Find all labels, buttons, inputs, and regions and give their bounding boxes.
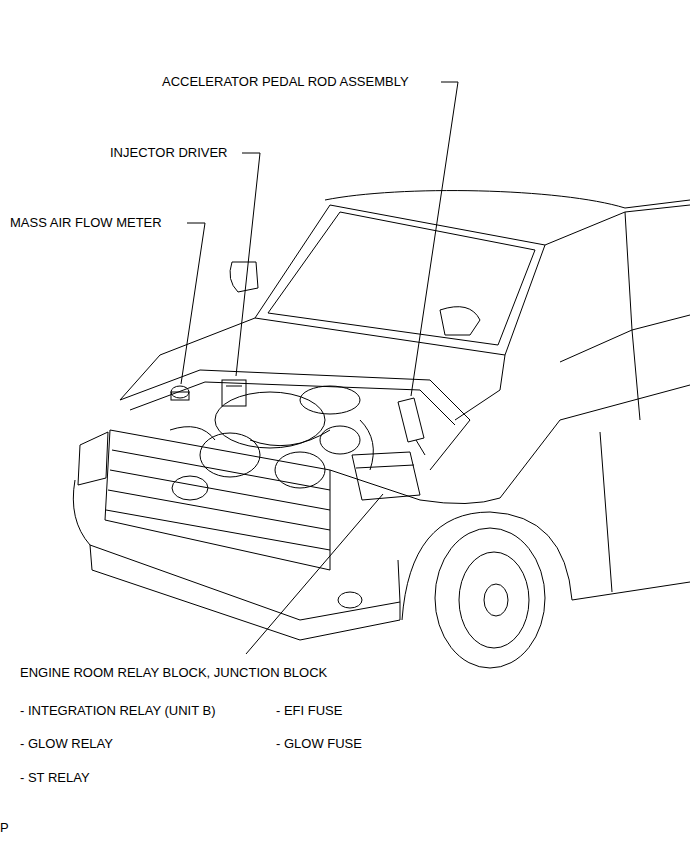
- part-label: - EFI FUSE: [276, 703, 342, 719]
- part-label: - GLOW RELAY: [20, 736, 113, 752]
- part-label: P: [0, 820, 9, 836]
- part-label: - INTEGRATION RELAY (UNIT B): [20, 703, 216, 719]
- part-label: INJECTOR DRIVER: [110, 145, 228, 161]
- part-label: - GLOW FUSE: [276, 736, 362, 752]
- part-label: ACCELERATOR PEDAL ROD ASSEMBLY: [162, 74, 409, 90]
- part-label: MASS AIR FLOW METER: [10, 215, 162, 231]
- part-label: - ST RELAY: [20, 770, 90, 786]
- part-label: ENGINE ROOM RELAY BLOCK, JUNCTION BLOCK: [20, 665, 327, 681]
